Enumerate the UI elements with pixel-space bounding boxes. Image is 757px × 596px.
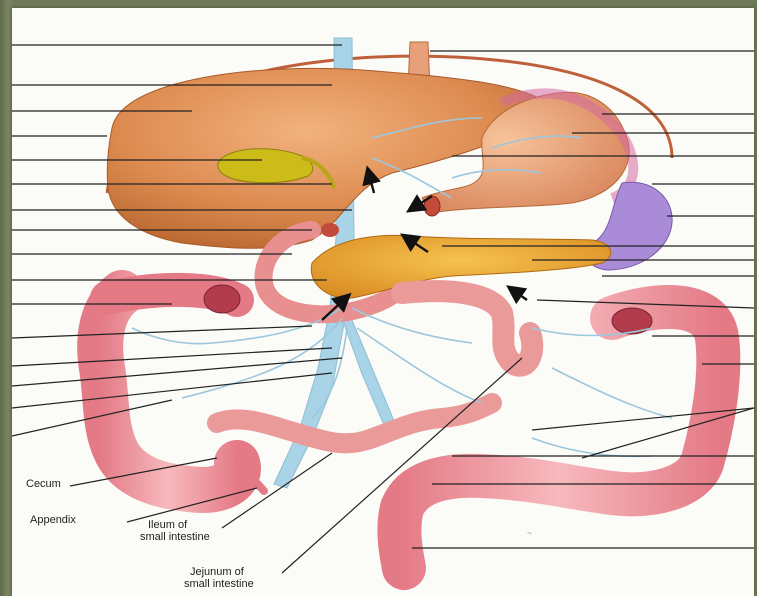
diagram-sheet: ~ Cecum Appendix Ileum of small intestin… (12, 8, 754, 596)
descending-colon (399, 307, 718, 568)
label-cecum: Cecum (26, 479, 61, 490)
jejunum-loop (402, 291, 532, 365)
flow-arrow-icon (510, 288, 527, 300)
duodenum-opening (321, 223, 339, 237)
ascending-colon (100, 293, 238, 490)
label-ileum-line2: small intestine (140, 532, 210, 543)
label-jejunum-line1: Jejunum of (190, 567, 244, 578)
label-ileum-line1: Ileum of (148, 520, 187, 531)
artist-signature: ~ (527, 529, 532, 538)
small-intestine (217, 403, 492, 443)
digestive-organs-diagram: ~ (12, 8, 754, 596)
colon-cut-end-left (204, 285, 240, 313)
label-appendix: Appendix (30, 515, 76, 526)
label-jejunum-line2: small intestine (184, 579, 254, 590)
